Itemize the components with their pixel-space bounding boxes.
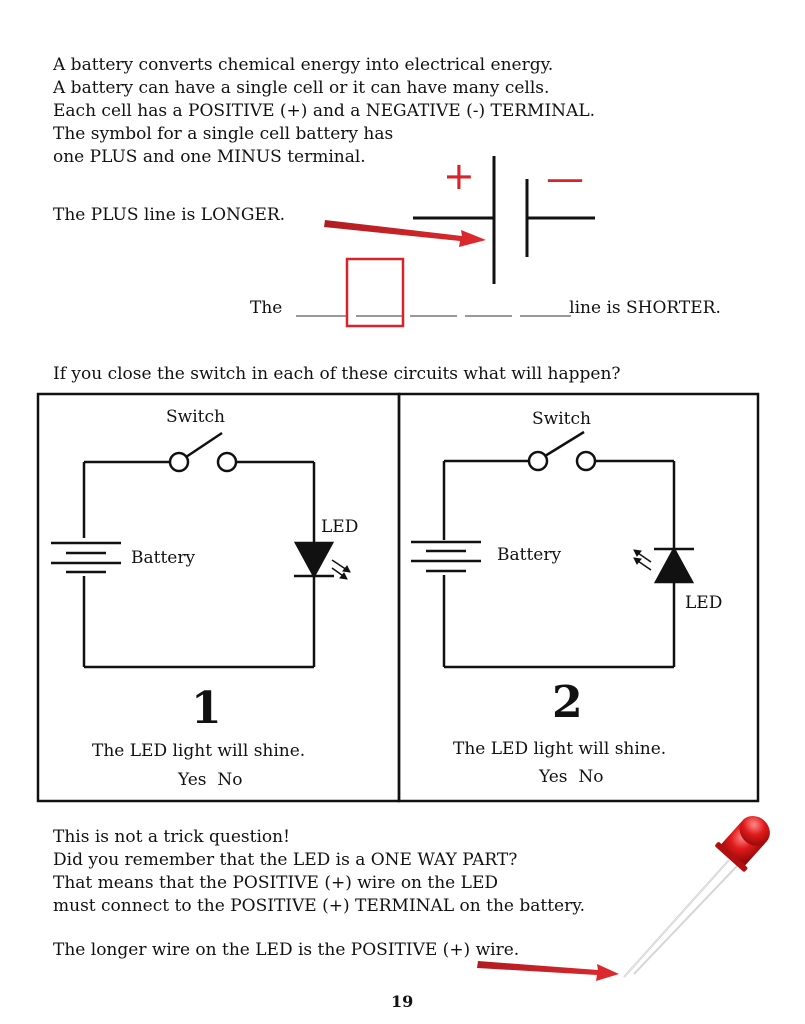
battery-label-2: Battery — [497, 545, 561, 565]
explanation-line: This is not a trick question! — [53, 827, 290, 847]
shorter-prefix: The — [250, 298, 283, 318]
led-label-1: LED — [321, 517, 358, 537]
circuit-box-1 — [36, 392, 401, 803]
intro-line: one PLUS and one MINUS terminal. — [53, 147, 366, 167]
circuit-number-1: 1 — [191, 683, 222, 734]
options-2[interactable]: Yes No — [538, 767, 603, 787]
circuit-question: If you close the switch in each of these… — [53, 364, 621, 384]
intro-line: A battery converts chemical energy into … — [53, 55, 554, 75]
led-label-2: LED — [685, 593, 722, 613]
longer-wire-text: The longer wire on the LED is the POSITI… — [53, 940, 520, 960]
battery-symbol: + — — [413, 154, 595, 284]
switch-label-1: Switch — [166, 407, 225, 427]
battery-label-1: Battery — [131, 548, 195, 568]
explanation-paragraph: This is not a trick question! Did you re… — [53, 826, 585, 918]
statement-2: The LED light will shine. — [453, 739, 666, 759]
circuit-number-2: 2 — [552, 677, 583, 728]
plus-sign: + — [443, 154, 475, 198]
statement-1: The LED light will shine. — [92, 741, 305, 761]
page-number: 19 — [391, 992, 414, 1011]
circuit-1 — [51, 431, 351, 669]
minus-sign: — — [546, 156, 584, 200]
arrow-to-led-wire — [477, 961, 619, 981]
shorter-suffix: line is SHORTER. — [569, 298, 721, 318]
explanation-line: must connect to the POSITIVE (+) TERMINA… — [53, 896, 585, 916]
circuit-2 — [411, 430, 695, 669]
intro-line: Each cell has a POSITIVE (+) and a NEGAT… — [53, 101, 596, 121]
circuit-box-2 — [397, 392, 760, 803]
intro-line: The symbol for a single cell battery has — [53, 124, 394, 144]
intro-line: A battery can have a single cell or it c… — [53, 78, 550, 98]
arrow-to-plus-line — [324, 220, 486, 247]
switch-label-2: Switch — [532, 409, 591, 429]
explanation-line: That means that the POSITIVE (+) wire on… — [53, 873, 498, 893]
led-photo — [623, 815, 770, 978]
explanation-line: Did you remember that the LED is a ONE W… — [53, 850, 518, 870]
shorter-sentence: The line is SHORTER. — [250, 297, 721, 320]
plus-line-text: The PLUS line is LONGER. — [53, 205, 286, 225]
options-1[interactable]: Yes No — [177, 770, 242, 790]
intro-paragraph: A battery converts chemical energy into … — [53, 54, 595, 169]
answer-box[interactable] — [345, 257, 405, 328]
